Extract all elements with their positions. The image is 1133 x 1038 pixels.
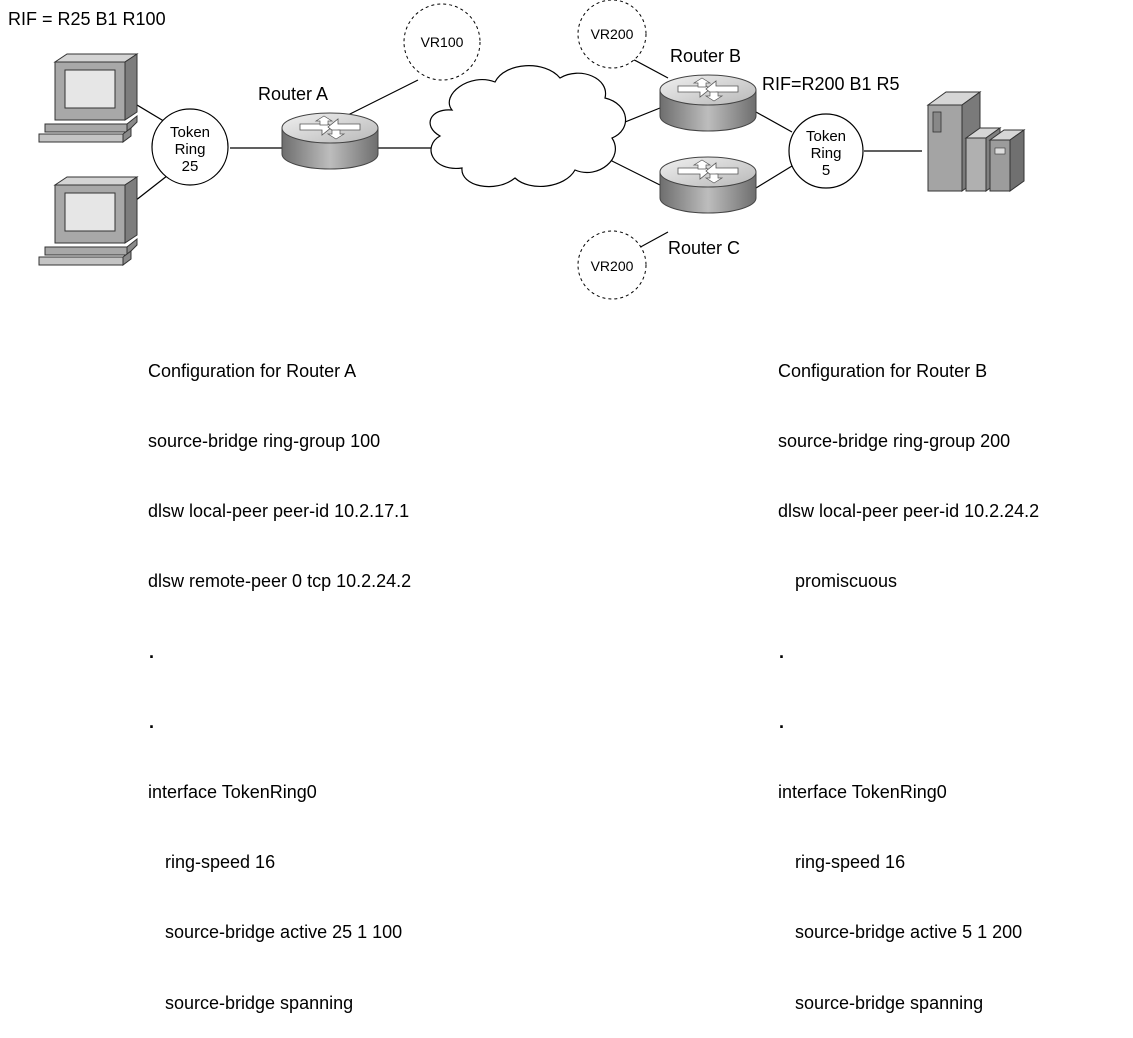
router-c-label: Router C — [668, 238, 740, 258]
config-a-line: ring-speed 16 — [165, 852, 276, 873]
ring-right-line2: Ring — [811, 145, 842, 162]
config-router-a: Configuration for Router A source-bridge… — [148, 313, 411, 1038]
config-b-line: . — [779, 641, 785, 662]
ring-right-line1: Token — [806, 128, 846, 145]
config-a-line: Configuration for Router A — [148, 360, 357, 381]
config-b-line: ring-speed 16 — [795, 852, 906, 873]
config-b-line: source-bridge active 5 1 200 — [795, 922, 1023, 943]
link-routerA-vr100 — [345, 79, 419, 117]
link-cloud-routerC — [609, 159, 661, 186]
config-b-line: dlsw local-peer peer-id 10.2.24.2 — [778, 501, 1040, 522]
router-icon — [281, 112, 379, 170]
vr200-bottom-node: VR200 — [577, 230, 647, 300]
ring-left-line3: 25 — [182, 158, 199, 175]
vr100-node: VR100 — [403, 3, 481, 81]
server-icon — [926, 91, 1026, 192]
token-ring-icon: Token Ring 25 — [151, 108, 229, 186]
router-icon — [659, 156, 757, 214]
config-a-line: source-bridge active 25 1 100 — [165, 922, 403, 943]
config-b-line: source-bridge spanning — [795, 992, 984, 1013]
rif-right-label: RIF=R200 B1 R5 — [762, 74, 900, 94]
config-router-b: Configuration for Router B source-bridge… — [778, 313, 1039, 1038]
config-a-line: source-bridge spanning — [165, 992, 354, 1013]
vr-b-label: VR200 — [591, 26, 634, 42]
config-b-line: Configuration for Router B — [778, 360, 988, 381]
config-b-line: . — [779, 711, 785, 732]
router-icon — [659, 74, 757, 132]
config-a-line: dlsw remote-peer 0 tcp 10.2.24.2 — [148, 571, 412, 592]
config-b-line: interface TokenRing0 — [778, 782, 947, 803]
vr-c-label: VR200 — [591, 258, 634, 274]
link-routerB-ring5 — [755, 111, 793, 133]
config-b-line: promiscuous — [795, 571, 898, 592]
pc-icon — [38, 53, 138, 143]
token-ring-icon: Token Ring 5 — [788, 113, 864, 189]
cloud-icon — [429, 65, 627, 188]
router-a-label: Router A — [258, 84, 328, 104]
config-a-line: . — [149, 711, 155, 732]
config-a-line: interface TokenRing0 — [148, 782, 317, 803]
rif-left-label: RIF = R25 B1 R100 — [8, 9, 166, 29]
pc-icon — [38, 176, 138, 266]
network-diagram: RIF = R25 B1 R100 RIF=R200 B1 R5 Token R… — [8, 0, 1026, 300]
vr200-top-node: VR200 — [577, 0, 647, 69]
link-routerC-ring5 — [755, 165, 793, 189]
router-b-label: Router B — [670, 46, 741, 66]
ring-left-line2: Ring — [175, 141, 206, 158]
vr-a-label: VR100 — [421, 34, 464, 50]
config-b-line: source-bridge ring-group 200 — [778, 431, 1011, 452]
config-a-line: . — [149, 641, 155, 662]
ring-right-line3: 5 — [822, 162, 830, 179]
config-a-line: source-bridge ring-group 100 — [148, 431, 381, 452]
config-a-line: dlsw local-peer peer-id 10.2.17.1 — [148, 501, 410, 522]
ring-left-line1: Token — [170, 124, 210, 141]
